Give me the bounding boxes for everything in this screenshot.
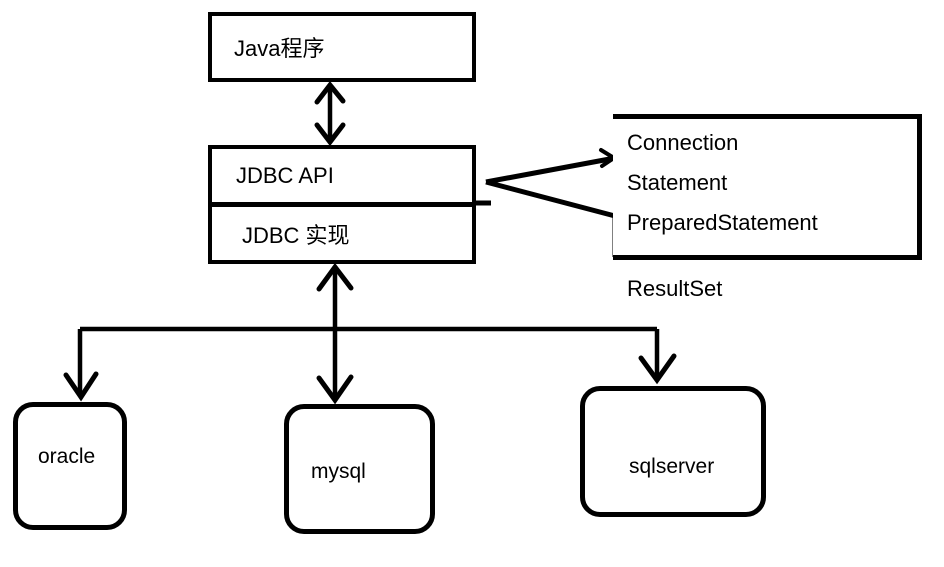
arrow-java-jdbc bbox=[314, 80, 346, 147]
node-jdbc-impl: JDBC 实现 bbox=[212, 207, 472, 260]
db-sqlserver-label: sqlserver bbox=[629, 454, 715, 478]
node-jdbc-interfaces: Connection Statement PreparedStatement bbox=[613, 114, 922, 260]
interface-item: Statement bbox=[627, 170, 728, 195]
arrow-jdbc-databases bbox=[316, 262, 354, 405]
resultset-label: ResultSet bbox=[627, 276, 723, 301]
node-jdbc-api: JDBC API bbox=[212, 149, 472, 207]
node-jdbc: JDBC API JDBC 实现 bbox=[208, 145, 476, 264]
db-mysql-label: mysql bbox=[311, 460, 366, 483]
interface-item: PreparedStatement bbox=[627, 210, 818, 235]
interface-item: Connection bbox=[627, 130, 739, 155]
arrowhead-sqlserver-icon bbox=[638, 353, 677, 385]
jdbc-api-label: JDBC API bbox=[236, 162, 334, 188]
branch-line bbox=[63, 326, 677, 402]
java-app-label: Java程序 bbox=[234, 36, 325, 61]
node-java-app: Java程序 bbox=[208, 12, 476, 82]
arrowhead-oracle-icon bbox=[63, 371, 99, 402]
wedge-jdbc-interfaces bbox=[485, 116, 618, 257]
db-oracle-label: oracle bbox=[38, 445, 96, 468]
jdbc-impl-label: JDBC 实现 bbox=[242, 222, 350, 248]
node-db-mysql: mysql bbox=[284, 404, 435, 534]
node-db-sqlserver: sqlserver bbox=[580, 386, 766, 517]
node-db-oracle: oracle bbox=[13, 402, 127, 530]
